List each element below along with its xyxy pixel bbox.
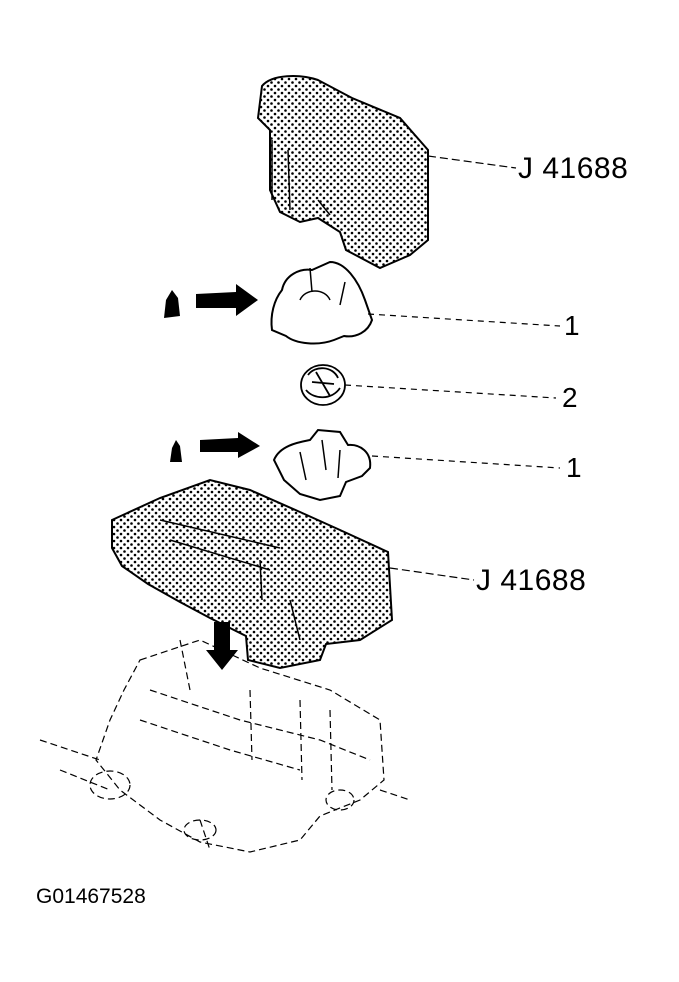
insert-arrow-upper [164, 284, 258, 318]
callout-part-1-lower: 1 [566, 452, 583, 483]
leader-lines [344, 155, 561, 581]
part-1-upper [270, 260, 374, 345]
callout-tool-bottom: J 41688 [476, 564, 587, 597]
base-assembly [39, 639, 411, 853]
leader-tool-bottom [389, 567, 475, 581]
part-2 [300, 364, 346, 406]
tool-bottom-j41688 [111, 478, 394, 670]
part-1-lower [272, 428, 372, 502]
callout-tool-top: J 41688 [518, 152, 629, 185]
insert-arrow-lower [170, 432, 260, 462]
leader-part-2 [344, 384, 557, 399]
figure-id: G01467528 [36, 885, 146, 908]
leader-part-1-lower [371, 455, 561, 469]
leader-tool-top [427, 155, 517, 169]
callout-part-1-upper: 1 [564, 310, 581, 341]
leader-part-1-upper [367, 313, 561, 327]
install-arrow-down [206, 622, 238, 670]
tool-top-j41688 [256, 75, 429, 270]
callout-part-2: 2 [562, 382, 579, 413]
